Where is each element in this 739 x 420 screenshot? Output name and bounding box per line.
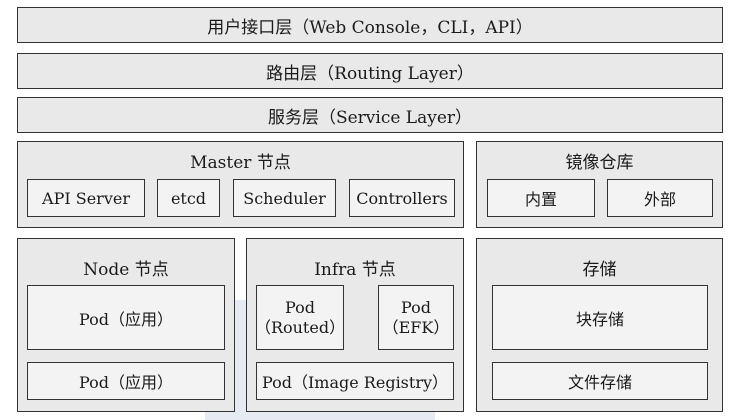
master-node-title: Master 节点 — [190, 153, 291, 173]
master-component-label: Controllers — [356, 188, 448, 208]
master-component-label: etcd — [170, 188, 207, 208]
node-pod-label: Pod（应用） — [79, 373, 173, 392]
infra-pod-efk: Pod （EFK） — [378, 285, 454, 350]
node-pod-label: Pod（应用） — [79, 309, 173, 329]
storage-block: 块存储 — [492, 285, 708, 350]
image-registry-item-label: 外部 — [643, 190, 676, 209]
storage-item-label: 块存储 — [575, 309, 624, 329]
image-registry-builtin: 内置 — [487, 179, 595, 217]
node-pod-app: Pod（应用） — [27, 362, 225, 400]
infra-pod-efk-line1: Pod — [401, 297, 431, 317]
infra-pod-image-registry: Pod（Image Registry） — [256, 362, 454, 400]
master-component-api-server: API Server — [27, 179, 145, 217]
master-component-controllers: Controllers — [349, 179, 455, 217]
master-component-scheduler: Scheduler — [233, 179, 336, 217]
master-component-etcd: etcd — [157, 179, 220, 217]
image-registry-title: 镜像仓库 — [565, 153, 634, 173]
infra-pod-routed: Pod （Routed） — [254, 285, 346, 350]
image-registry-item-label: 内置 — [524, 190, 557, 209]
master-component-label: API Server — [42, 188, 130, 208]
routing-layer: 路由层（Routing Layer） — [17, 53, 723, 89]
user-interface-layer: 用户接口层（Web Console，CLI，API） — [17, 7, 723, 43]
node-group-title: Node 节点 — [83, 260, 169, 280]
image-registry-external: 外部 — [607, 179, 713, 217]
infra-pod-routed-line2: （Routed） — [254, 317, 346, 337]
service-layer-label: 服务层（Service Layer） — [267, 107, 473, 128]
storage-file: 文件存储 — [492, 362, 708, 400]
storage-group-title: 存储 — [582, 260, 617, 280]
infra-pod-efk-line2: （EFK） — [382, 317, 450, 337]
infra-pod-routed-line1: Pod — [285, 297, 315, 317]
node-pod-app: Pod（应用） — [27, 285, 225, 350]
infra-pod-registry-label: Pod（Image Registry） — [261, 373, 449, 392]
storage-item-label: 文件存储 — [567, 373, 632, 392]
service-layer: 服务层（Service Layer） — [17, 97, 723, 133]
master-component-label: Scheduler — [243, 188, 326, 208]
routing-layer-label: 路由层（Routing Layer） — [266, 63, 474, 84]
user-interface-layer-label: 用户接口层（Web Console，CLI，API） — [207, 17, 533, 38]
infra-group-title: Infra 节点 — [314, 260, 396, 280]
